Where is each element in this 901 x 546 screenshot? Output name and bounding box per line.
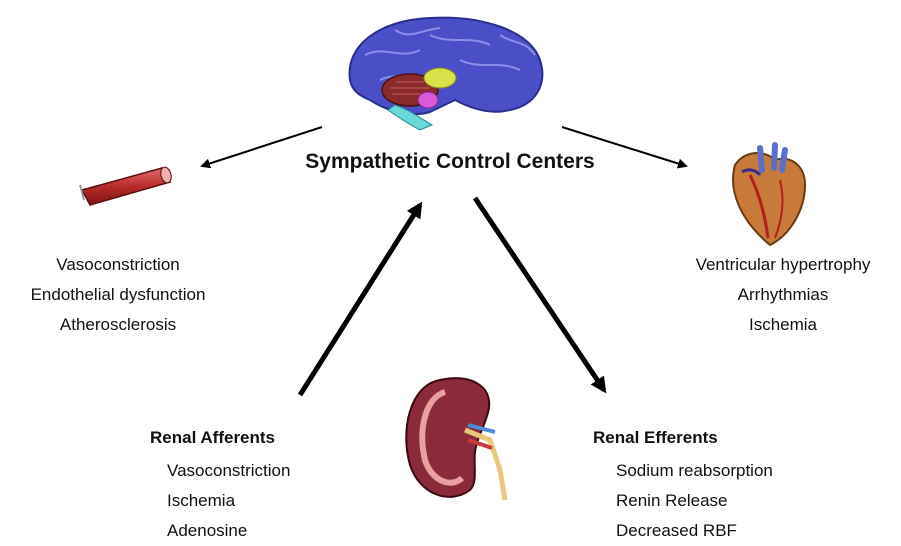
renal-afferents-heading: Renal Afferents <box>150 428 275 448</box>
renal-afferents-list: Vasoconstriction Ischemia Adenosine <box>167 456 290 546</box>
list-item: Atherosclerosis <box>0 310 236 340</box>
brain-icon <box>350 18 543 130</box>
diagram-title: Sympathetic Control Centers <box>250 150 650 174</box>
list-item: Vasoconstriction <box>0 250 236 280</box>
renal-efferents-list: Sodium reabsorption Renin Release Decrea… <box>616 456 773 546</box>
list-item: Vasoconstriction <box>167 456 290 486</box>
list-item: Endothelial dysfunction <box>0 280 236 310</box>
list-item: Ischemia <box>167 486 290 516</box>
list-item: Ventricular hypertrophy <box>670 250 896 280</box>
renal-efferents-heading: Renal Efferents <box>593 428 718 448</box>
list-item: Renin Release <box>616 486 773 516</box>
list-item: Sodium reabsorption <box>616 456 773 486</box>
heart-icon <box>733 145 805 245</box>
list-item: Ischemia <box>670 310 896 340</box>
blood-vessel-icon <box>80 166 173 205</box>
arrow-center-to-efferent <box>475 198 604 390</box>
kidney-icon <box>406 378 505 500</box>
arrow-afferent-to-center <box>300 205 420 395</box>
list-item: Arrhythmias <box>670 280 896 310</box>
vascular-effects-list: Vasoconstriction Endothelial dysfunction… <box>0 250 236 340</box>
cardiac-effects-list: Ventricular hypertrophy Arrhythmias Isch… <box>670 250 896 340</box>
